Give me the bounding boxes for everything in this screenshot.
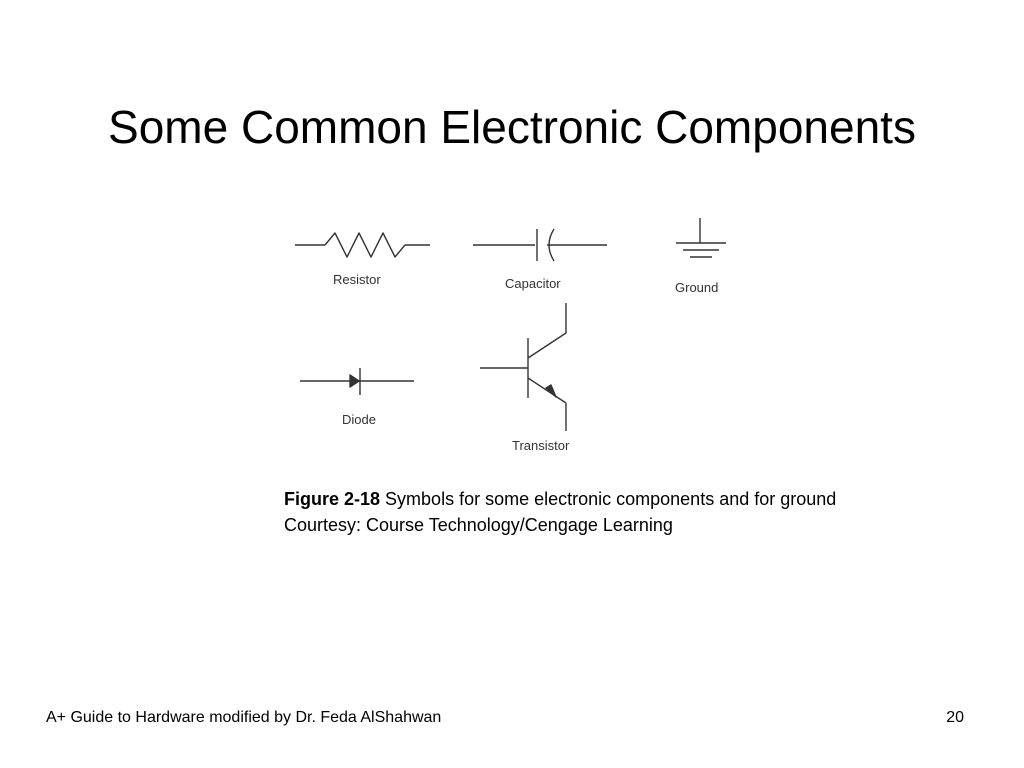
- transistor-symbol-icon: [480, 303, 567, 431]
- resistor-label: Resistor: [333, 272, 381, 287]
- slide-title: Some Common Electronic Components: [108, 100, 916, 153]
- transistor-label: Transistor: [512, 438, 570, 453]
- figure-caption: Figure 2-18 Symbols for some electronic …: [284, 486, 844, 538]
- caption-line: Figure 2-18 Symbols for some electronic …: [284, 486, 844, 512]
- caption-courtesy: Courtesy: Course Technology/Cengage Lear…: [284, 515, 673, 535]
- component-symbols-figure: Resistor Capacitor Ground Diode Transist…: [280, 205, 740, 465]
- caption-text: Symbols for some electronic components a…: [385, 489, 837, 509]
- resistor-symbol-icon: [295, 232, 430, 258]
- capacitor-label: Capacitor: [505, 276, 561, 291]
- capacitor-symbol-icon: [473, 228, 607, 262]
- page-number: 20: [946, 709, 964, 726]
- diode-symbol-icon: [300, 368, 414, 395]
- footer-text: A+ Guide to Hardware modified by Dr. Fed…: [46, 709, 442, 726]
- symbols-diagram: Resistor Capacitor Ground Diode Transist…: [295, 218, 726, 453]
- figure-number: Figure 2-18: [284, 489, 381, 509]
- ground-symbol-icon: [676, 218, 726, 258]
- ground-label: Ground: [675, 280, 718, 295]
- diode-label: Diode: [342, 412, 376, 427]
